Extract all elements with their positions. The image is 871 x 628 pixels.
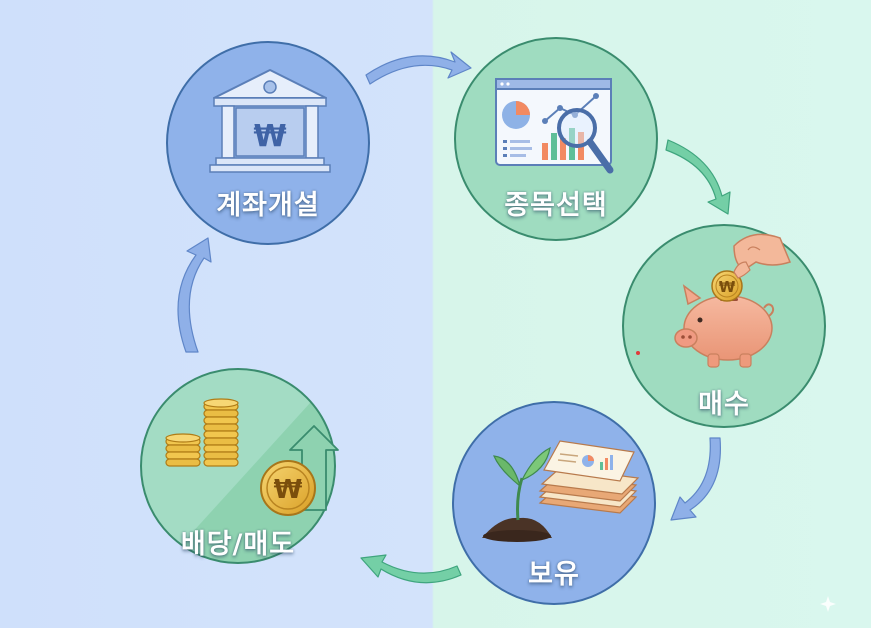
red-dot	[636, 351, 640, 355]
coin-stack-short	[165, 433, 201, 467]
label-select-stock: 종목선택	[504, 190, 608, 221]
label-hold: 보유	[528, 559, 580, 590]
node-dividend-sell: ₩	[140, 368, 339, 564]
arrow-select-to-buy	[665, 139, 731, 215]
piggy-bank-icon: ₩	[674, 233, 792, 368]
sprout	[482, 446, 552, 542]
node-buy: ₩	[622, 224, 826, 428]
arrow-dividend-to-account	[177, 237, 212, 353]
node-select-stock	[454, 37, 658, 241]
label-dividend-sell: 배당/매도	[180, 529, 296, 560]
node-hold	[452, 401, 656, 605]
coins-and-up-arrow-icon: ₩	[165, 398, 339, 516]
sparkle-icon	[820, 596, 836, 612]
document-stack	[538, 440, 640, 514]
buy-won-symbol: ₩	[719, 278, 736, 296]
arrow-buy-to-hold	[670, 437, 722, 521]
node-open-account: ₩	[166, 41, 370, 245]
label-buy: 매수	[698, 389, 750, 420]
arrow-account-to-select	[365, 51, 472, 85]
bank-icon: ₩	[209, 69, 331, 173]
label-open-account: 계좌개설	[216, 190, 320, 221]
stock-analysis-icon	[495, 78, 614, 174]
bank-won-symbol: ₩	[253, 119, 286, 154]
sprout-and-documents-icon	[482, 440, 640, 542]
coin-won-symbol: ₩	[274, 475, 303, 505]
coin-stack-tall	[203, 398, 239, 467]
arrow-hold-to-dividend	[360, 554, 462, 584]
large-won-coin: ₩	[260, 460, 316, 516]
